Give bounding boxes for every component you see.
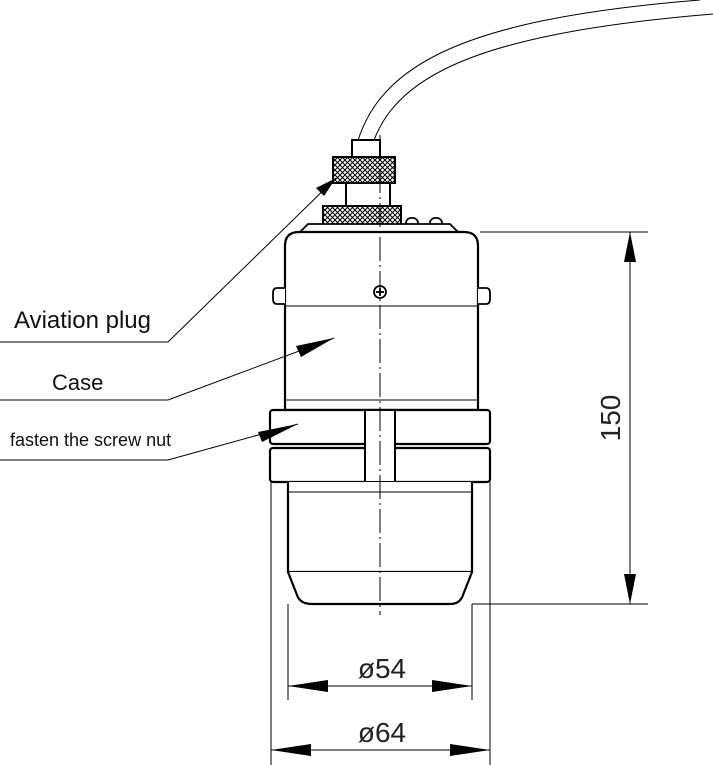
- outer-diameter-text: ø64: [358, 717, 406, 748]
- height-dimension-text: 150: [595, 395, 626, 442]
- aviation-plug-label: Aviation plug: [14, 307, 151, 334]
- case-callout: Case: [0, 337, 335, 401]
- screw-nut-label: fasten the screw nut: [10, 430, 171, 450]
- inner-diameter-text: ø54: [358, 653, 406, 684]
- inner-diameter-dimension: ø54: [287, 604, 473, 700]
- screw-nut-callout: fasten the screw nut: [0, 423, 299, 461]
- cable: [352, 0, 713, 161]
- aviation-plug: [297, 139, 461, 233]
- case-label: Case: [52, 370, 103, 395]
- aviation-plug-callout: Aviation plug: [0, 177, 337, 343]
- outer-diameter-dimension: ø64: [270, 482, 491, 765]
- sensor-case: [272, 230, 491, 412]
- height-dimension: 150: [472, 231, 648, 605]
